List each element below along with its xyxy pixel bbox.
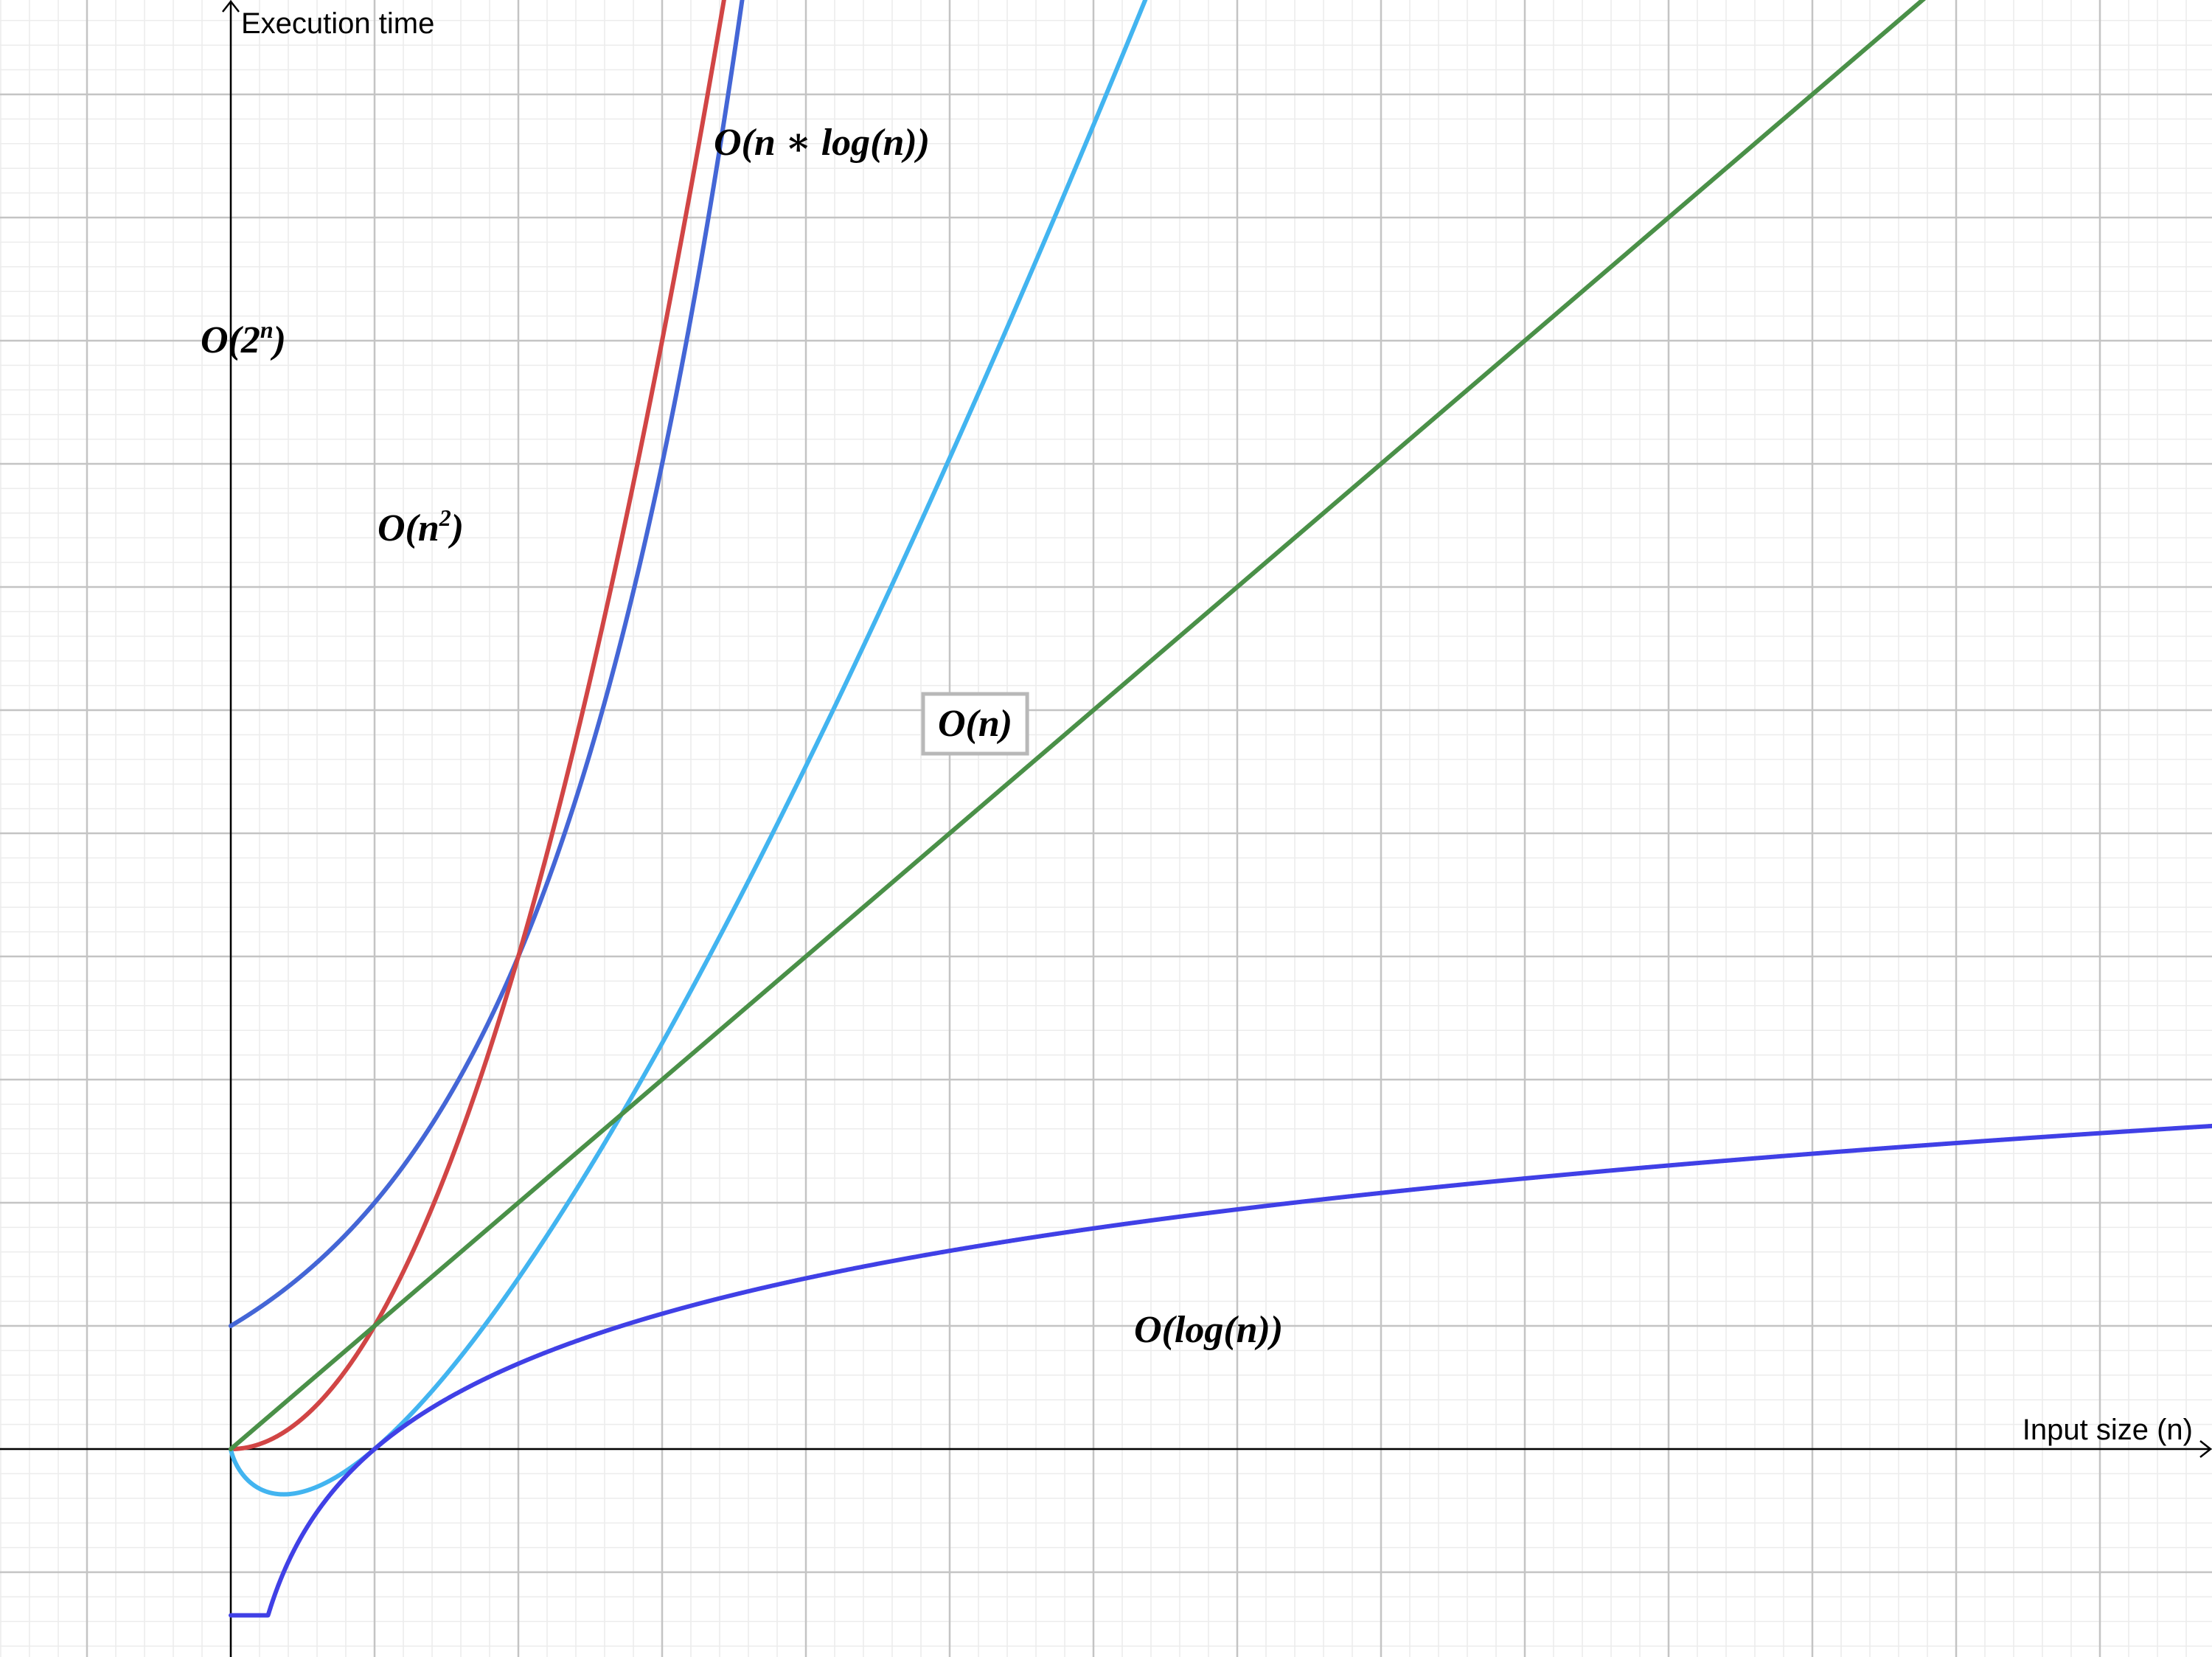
series-line-o-n (229, 0, 1927, 1451)
series-line-o-n-2 (229, 0, 726, 1451)
series-label-o-n-log-n: O(n ∗ log(n)) (714, 122, 930, 164)
series-label-box-o-n (921, 692, 1029, 756)
y-axis-arrow (222, 0, 240, 13)
series-label-o-2-n: O(2n) (201, 316, 286, 361)
series-label-o-n-2: O(n2) (378, 504, 464, 549)
series-label-o-log-n: O(log(n)) (1134, 1309, 1283, 1351)
x-axis-arrow (2199, 1440, 2212, 1458)
series-line-o-2-n (229, 0, 745, 1328)
y-axis-title: Execution time (241, 7, 434, 40)
series-line-o-log-n (229, 1123, 2212, 1618)
curves (229, 0, 2212, 1618)
series-label-o-n: O(n) (938, 703, 1012, 745)
curve-labels: O(2n) O(n2) O(n ∗ log(n)) O(n) O(log(n)) (201, 122, 1283, 1351)
x-axis-title: Input size (n) (2023, 1414, 2193, 1446)
